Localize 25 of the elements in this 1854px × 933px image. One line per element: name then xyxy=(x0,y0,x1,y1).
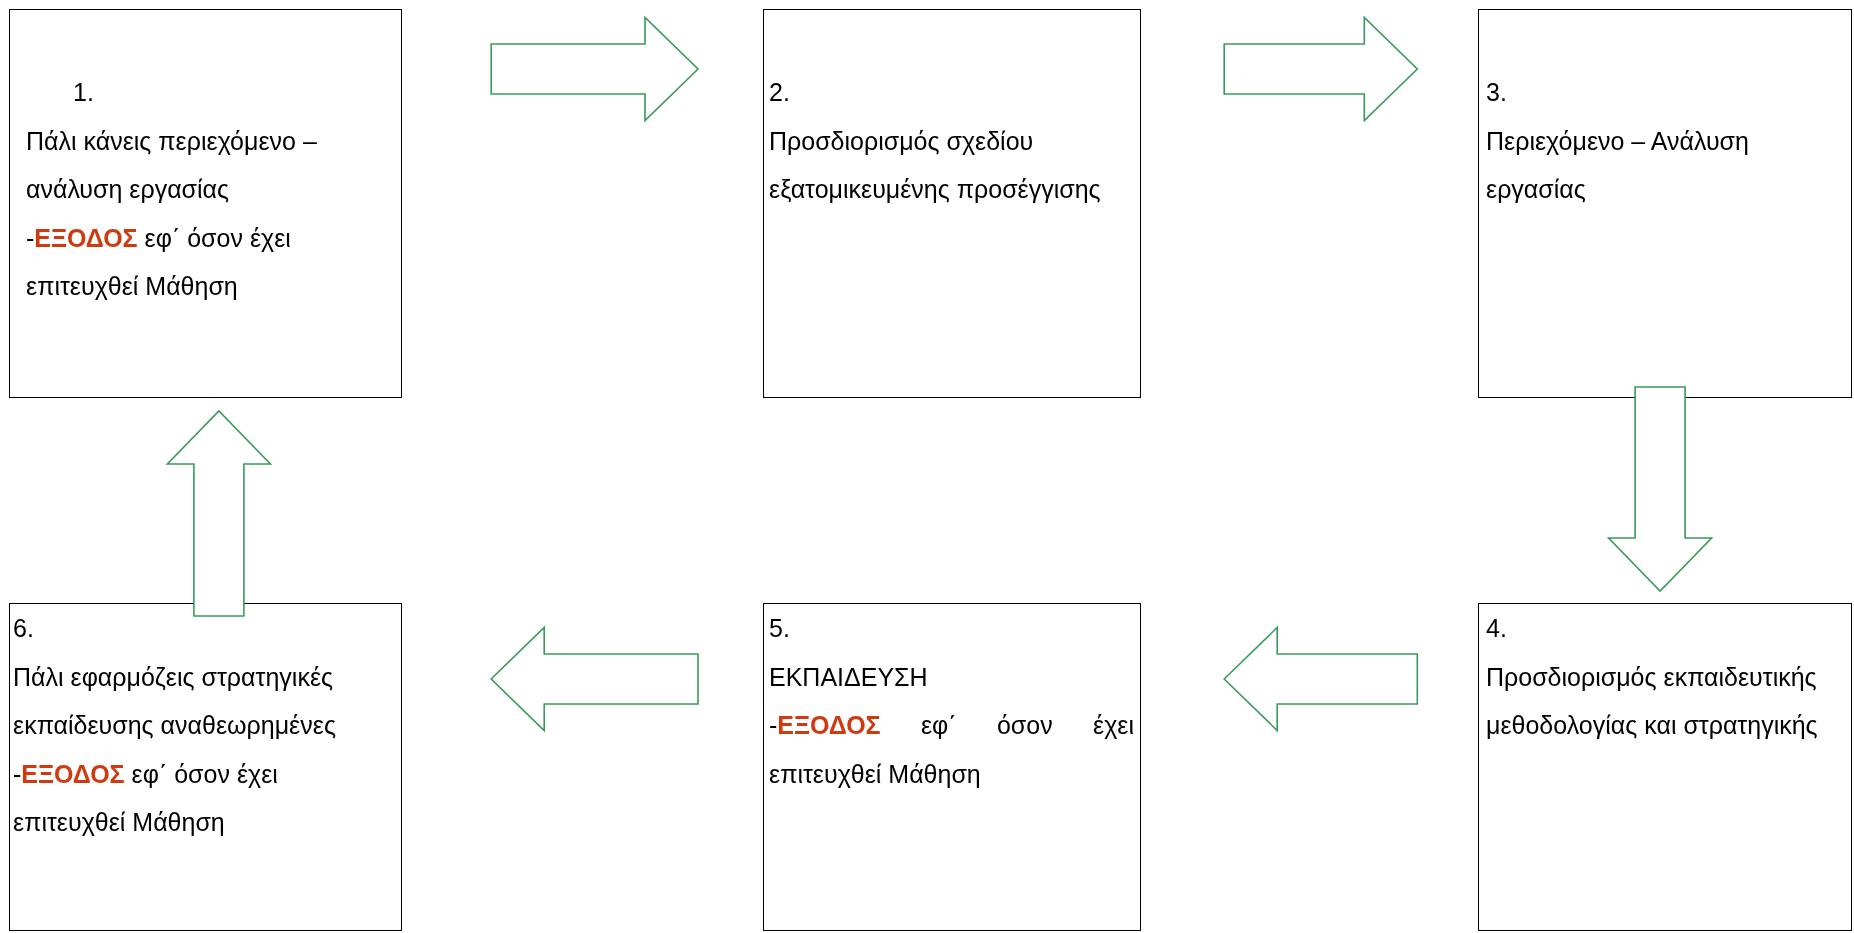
step-number: 4. xyxy=(1486,613,1508,644)
process-box xyxy=(9,9,402,398)
block-arrow xyxy=(490,625,699,733)
process-box xyxy=(763,9,1141,398)
step-number: 5. xyxy=(769,613,791,644)
step-text: -ΕΞΟΔΟΣ εφ΄ όσον έχει επιτευχθεί Μάθηση xyxy=(13,758,279,838)
block-arrow xyxy=(165,409,273,617)
step-text: Περιεχόμενο – Ανάλυση εργασίας xyxy=(1486,125,1750,205)
step-text: -ΕΞΟΔΟΣ εφ΄ όσον έχει επιτευχθεί Μάθηση xyxy=(26,222,292,302)
step-number: 3. xyxy=(1486,77,1508,108)
process-box xyxy=(9,603,402,931)
step-text: -ΕΞΟΔΟΣ εφ΄ όσον έχει επιτευχθεί Μάθηση xyxy=(769,710,1134,790)
step-text: Προσδιορισμός εκπαιδευτικής μεθοδολογίας και στρατηγικής xyxy=(1486,661,1819,741)
process-box xyxy=(1478,603,1852,931)
step-text: ΕΚΠΑΙΔΕΥΣΗ xyxy=(769,661,929,693)
step-number: 6. xyxy=(13,613,35,644)
step-number: 2. xyxy=(769,77,791,108)
step-number: 1. xyxy=(72,77,95,108)
block-arrow xyxy=(1606,386,1714,593)
process-box xyxy=(1478,9,1852,398)
block-arrow xyxy=(1223,625,1419,733)
process-box xyxy=(763,603,1141,931)
block-arrow xyxy=(490,15,700,123)
block-arrow xyxy=(1223,15,1419,123)
step-text: Προσδιορισμός σχεδίου εξατομικευμένης προσέγγισης xyxy=(769,125,1102,205)
